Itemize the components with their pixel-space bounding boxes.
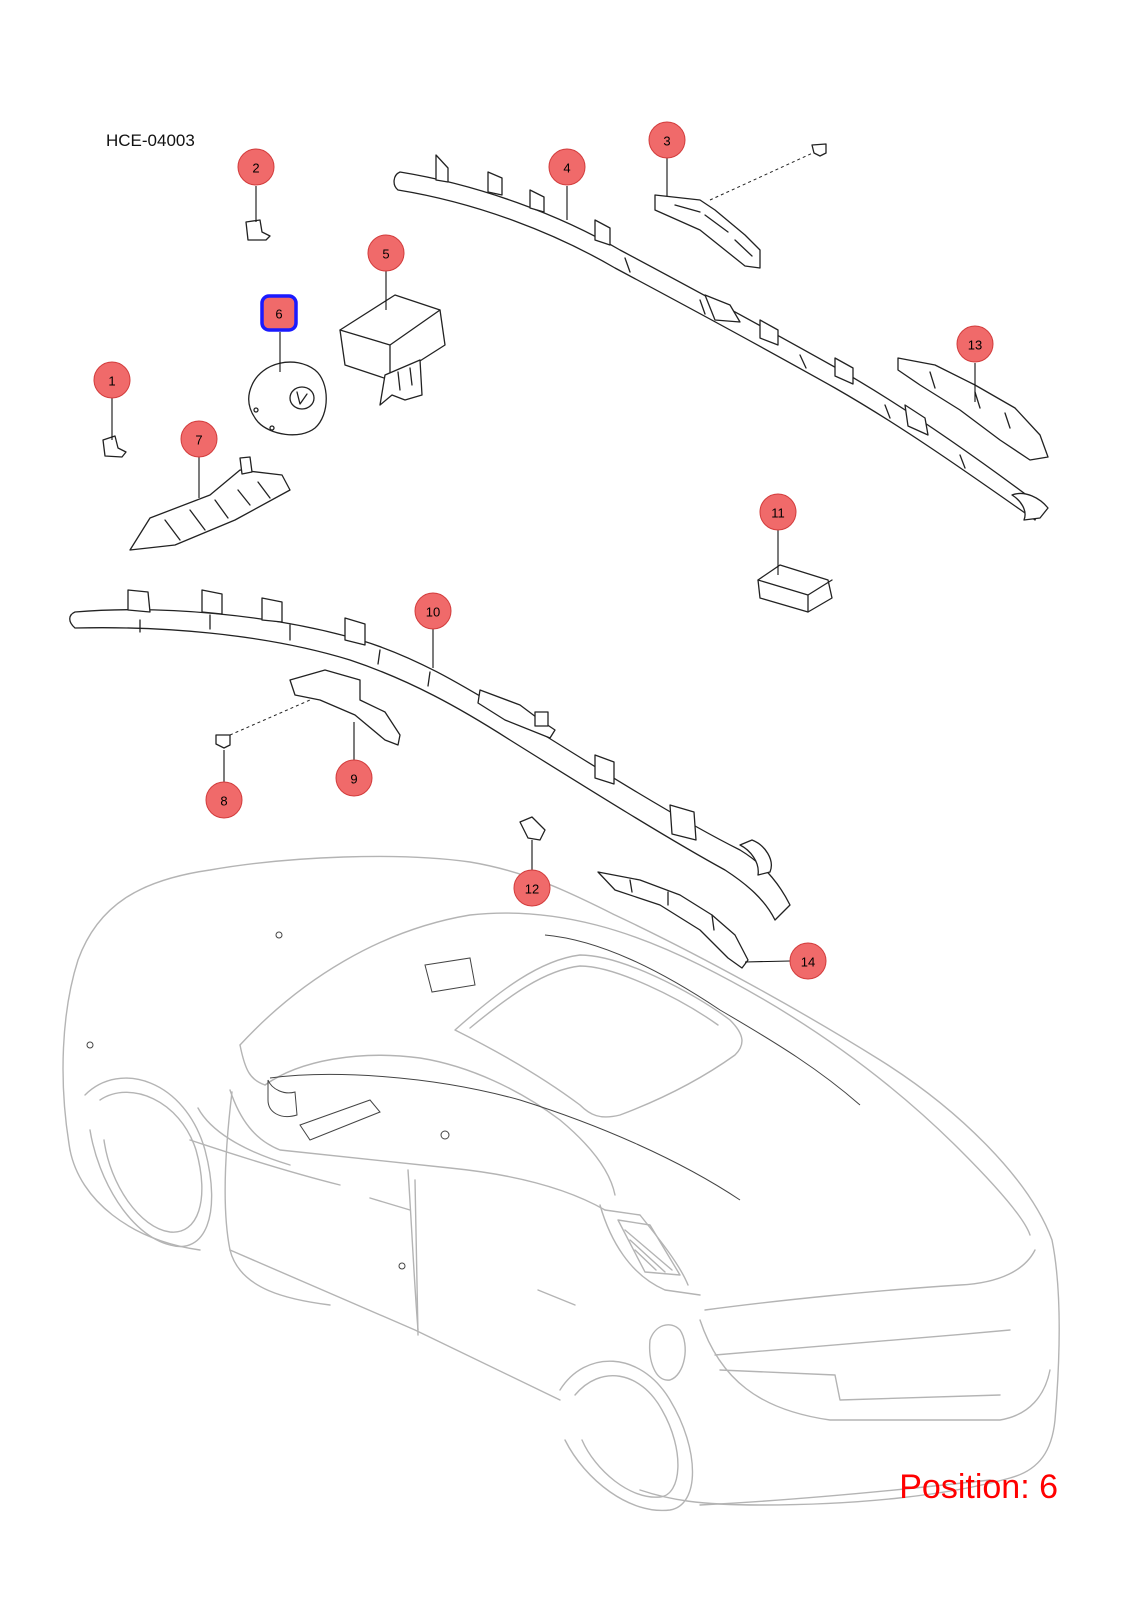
part-13-bracket: [897, 357, 1049, 461]
part-10-curtain-airbag-lower: [69, 589, 791, 921]
callout-3-label: 3: [663, 134, 670, 149]
callout-11-label: 11: [771, 506, 785, 521]
callout-10[interactable]: 10: [414, 592, 452, 630]
callout-3[interactable]: 3: [648, 121, 686, 159]
part-4-curtain-airbag-upper: [393, 154, 1049, 521]
callout-1[interactable]: 1: [93, 361, 131, 399]
callout-7[interactable]: 7: [180, 420, 218, 458]
part-11-module: [757, 564, 833, 613]
callout-13-label: 13: [968, 338, 982, 353]
callout-9-label: 9: [350, 772, 357, 787]
callout-14-label: 14: [801, 955, 815, 970]
callout-12[interactable]: 12: [513, 869, 551, 907]
part-8-screw: [215, 734, 231, 749]
callout-5[interactable]: 5: [367, 234, 405, 272]
part-5-passenger-airbag: [339, 294, 446, 406]
callout-14[interactable]: 14: [789, 942, 827, 980]
callout-5-label: 5: [382, 247, 389, 262]
callout-1-label: 1: [108, 374, 115, 389]
leader-lines: [111, 158, 976, 963]
callout-9[interactable]: 9: [335, 759, 373, 797]
callout-8-label: 8: [220, 794, 227, 809]
callout-11[interactable]: 11: [759, 493, 797, 531]
position-indicator: Position: 6: [899, 1468, 1058, 1506]
callout-2[interactable]: 2: [237, 148, 275, 186]
car-outline: [62, 855, 1060, 1512]
diagram-code: HCE-04003: [106, 131, 195, 150]
callout-4[interactable]: 4: [548, 148, 586, 186]
callout-2-label: 2: [252, 161, 259, 176]
part-12-sensor: [519, 816, 546, 841]
callout-12-label: 12: [525, 882, 539, 897]
part-1-sensor: [102, 435, 127, 458]
callout-8[interactable]: 8: [205, 781, 243, 819]
callout-4-label: 4: [563, 161, 570, 176]
part-2-sensor: [245, 219, 271, 241]
callout-6-label: 6: [275, 307, 282, 322]
part-6-driver-airbag: [247, 361, 327, 436]
part-3-bracket: [654, 143, 827, 269]
callout-10-label: 10: [426, 605, 440, 620]
callout-13[interactable]: 13: [956, 325, 994, 363]
part-7-knee-airbag: [129, 456, 291, 551]
callout-6[interactable]: 6: [260, 294, 298, 332]
callout-7-label: 7: [195, 433, 202, 448]
part-14-bracket: [597, 871, 749, 969]
part-9-bracket: [229, 669, 401, 746]
